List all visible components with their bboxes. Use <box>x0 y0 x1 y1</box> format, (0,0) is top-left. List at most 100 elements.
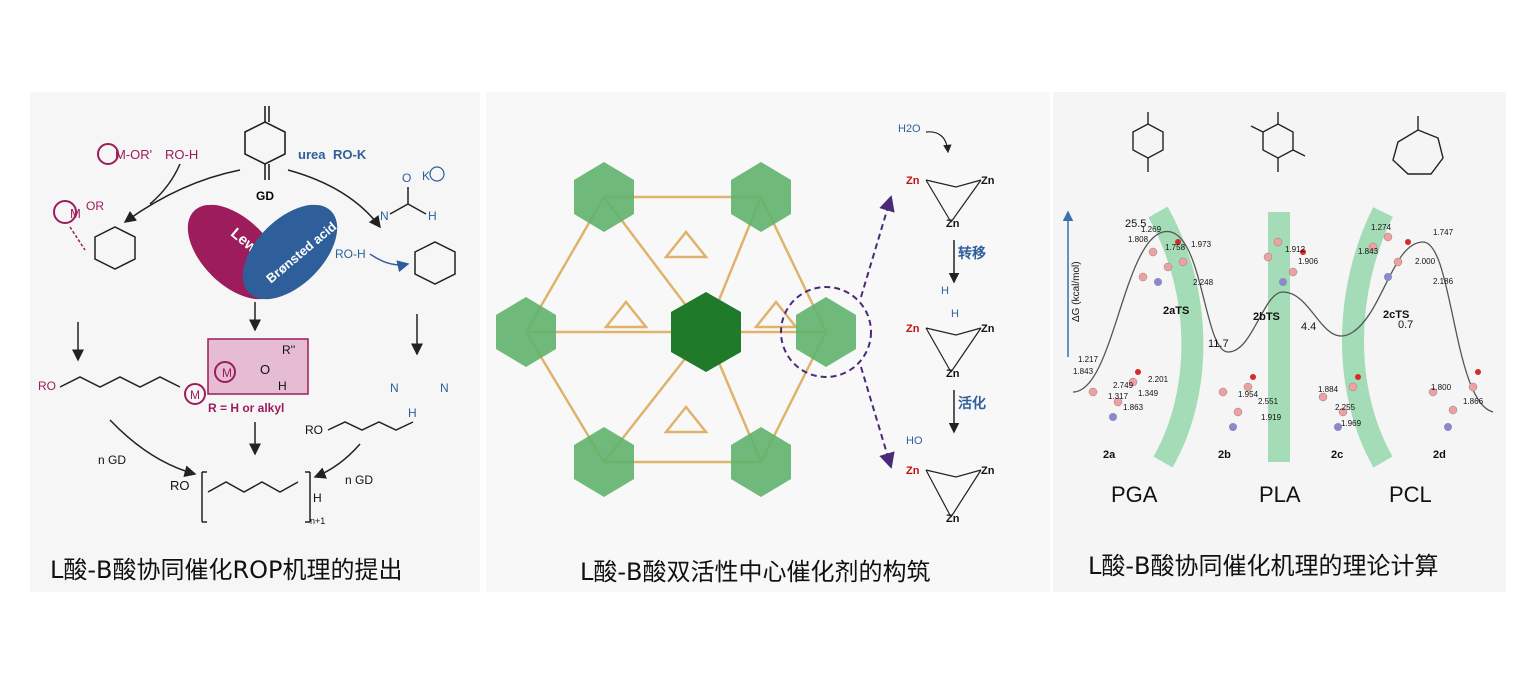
svg-text:O: O <box>260 362 270 377</box>
monomer-structures <box>1132 112 1444 175</box>
ts-2b: 2bTS <box>1253 311 1280 323</box>
bond-lengths: 1.269 1.808 1.758 1.973 2.248 1.912 1.90… <box>1073 223 1484 428</box>
svg-text:1.912: 1.912 <box>1285 245 1306 254</box>
svg-text:N: N <box>390 381 399 395</box>
panel-mechanism: GD M-OR' RO-H urea RO-K M OR Lewis acid … <box>30 92 480 592</box>
svg-text:RO: RO <box>38 379 56 393</box>
svg-text:RO: RO <box>170 478 190 493</box>
gd-label: GD <box>256 189 274 203</box>
svg-text:H: H <box>951 308 959 320</box>
highlight-circle <box>780 286 872 378</box>
svg-text:Zn: Zn <box>906 465 920 477</box>
svg-text:1.269: 1.269 <box>1141 225 1162 234</box>
complex-note: R = H or alkyl <box>208 401 284 415</box>
zn-cluster-middle: Zn Zn Zn H H <box>906 285 995 380</box>
metal-center-icon <box>97 143 119 165</box>
svg-text:H: H <box>278 379 287 393</box>
axis-label: ΔG (kcal/mol) <box>1071 261 1082 322</box>
svg-text:Zn: Zn <box>981 175 995 187</box>
species-2b: 2b <box>1218 449 1231 461</box>
svg-text:1.758: 1.758 <box>1165 243 1186 252</box>
molecule-clusters <box>1088 232 1481 431</box>
svg-text:O: O <box>402 171 411 185</box>
reagent-alcohol: RO-H <box>165 147 198 162</box>
svg-text:H: H <box>408 406 417 420</box>
bronsted-acid-ellipse: Brønsted acid <box>242 204 339 300</box>
water-label: H2O <box>898 123 921 135</box>
svg-text:2.186: 2.186 <box>1433 277 1454 286</box>
caption-theory: L酸-B酸协同催化机理的理论计算 <box>1088 552 1439 580</box>
svg-text:1.954: 1.954 <box>1238 390 1259 399</box>
species-2a: 2a <box>1103 449 1116 461</box>
svg-text:RO: RO <box>305 423 323 437</box>
svg-text:H: H <box>428 209 437 223</box>
product-pcl: PCL <box>1389 482 1432 507</box>
svg-text:1.843: 1.843 <box>1358 247 1379 256</box>
potassium-label: K <box>422 169 430 183</box>
hydroxyl-label: HO <box>906 435 923 447</box>
framework-structure: H2O Zn Zn Zn 转移 Zn Zn Zn H H 活化 HO Zn Zn… <box>496 123 995 525</box>
svg-text:1.217: 1.217 <box>1078 355 1099 364</box>
energy-2: 11.7 <box>1208 338 1229 350</box>
svg-text:Zn: Zn <box>946 368 960 380</box>
svg-text:Zn: Zn <box>981 465 995 477</box>
panel-catalyst: H2O Zn Zn Zn 转移 Zn Zn Zn H H 活化 HO Zn Zn… <box>486 92 1050 592</box>
complex-box <box>207 338 309 395</box>
svg-text:Zn: Zn <box>946 218 960 230</box>
n-gd-right: n GD <box>345 473 373 487</box>
reagent-urea: urea <box>298 147 326 162</box>
svg-text:M: M <box>190 388 200 402</box>
svg-text:1.884: 1.884 <box>1318 385 1339 394</box>
svg-text:2.248: 2.248 <box>1193 278 1214 287</box>
product-pga: PGA <box>1111 482 1158 507</box>
svg-text:1.866: 1.866 <box>1463 397 1484 406</box>
step-activate: 活化 <box>958 395 986 411</box>
species-2d: 2d <box>1433 449 1446 461</box>
svg-text:H: H <box>941 285 949 297</box>
svg-text:1.274: 1.274 <box>1371 223 1392 232</box>
energy-1: 25.5 <box>1125 218 1146 230</box>
svg-text:1.906: 1.906 <box>1298 257 1319 266</box>
svg-text:2.255: 2.255 <box>1335 403 1356 412</box>
caption-catalyst: L酸-B酸双活性中心催化剂的构筑 <box>580 558 931 586</box>
energy-curve <box>1072 231 1494 413</box>
svg-text:1.349: 1.349 <box>1138 389 1159 398</box>
step-transfer: 转移 <box>958 245 986 261</box>
svg-text:1.843: 1.843 <box>1073 367 1094 376</box>
svg-text:1.973: 1.973 <box>1191 240 1212 249</box>
panel-theory: ΔG (kcal/mol) 25.5 11.7 4.4 0.7 2aTS 2bT… <box>1053 92 1506 592</box>
gd-molecule <box>244 106 286 180</box>
ts-2a: 2aTS <box>1163 305 1189 317</box>
svg-text:1.969: 1.969 <box>1341 419 1362 428</box>
complex-r-label: R'' <box>282 343 295 357</box>
n-gd-left: n GD <box>98 453 126 467</box>
svg-text:H: H <box>313 491 322 505</box>
product-pla: PLA <box>1259 482 1301 507</box>
zn-cluster-bottom: HO Zn Zn Zn <box>906 435 995 525</box>
svg-text:OR: OR <box>86 199 104 213</box>
pla-arrow <box>1268 212 1290 462</box>
svg-text:Zn: Zn <box>906 323 920 335</box>
svg-text:2.201: 2.201 <box>1148 375 1169 384</box>
energy-profile: ΔG (kcal/mol) 25.5 11.7 4.4 0.7 2aTS 2bT… <box>1062 112 1494 468</box>
svg-text:1.919: 1.919 <box>1261 413 1282 422</box>
svg-text:2.749: 2.749 <box>1113 381 1134 390</box>
svg-text:1.747: 1.747 <box>1433 228 1454 237</box>
svg-text:2.551: 2.551 <box>1258 397 1279 406</box>
svg-text:2.000: 2.000 <box>1415 257 1436 266</box>
zn-cluster-top: H2O Zn Zn Zn <box>898 123 995 230</box>
caption-mechanism: L酸-B酸协同催化ROP机理的提出 <box>50 556 403 584</box>
reagent-ro-k: RO-K <box>333 147 367 162</box>
ro-h-label: RO-H <box>335 247 366 261</box>
species-2c: 2c <box>1331 449 1343 461</box>
ts-2c: 2cTS <box>1383 309 1409 321</box>
svg-text:1.808: 1.808 <box>1128 235 1149 244</box>
svg-text:M: M <box>222 366 232 380</box>
energy-4: 0.7 <box>1398 319 1413 331</box>
svg-text:M: M <box>70 206 81 221</box>
svg-text:1.800: 1.800 <box>1431 383 1452 392</box>
svg-text:N: N <box>440 381 449 395</box>
metal-clusters <box>496 162 856 497</box>
svg-text:N: N <box>380 209 389 223</box>
metal-icon <box>53 200 77 224</box>
